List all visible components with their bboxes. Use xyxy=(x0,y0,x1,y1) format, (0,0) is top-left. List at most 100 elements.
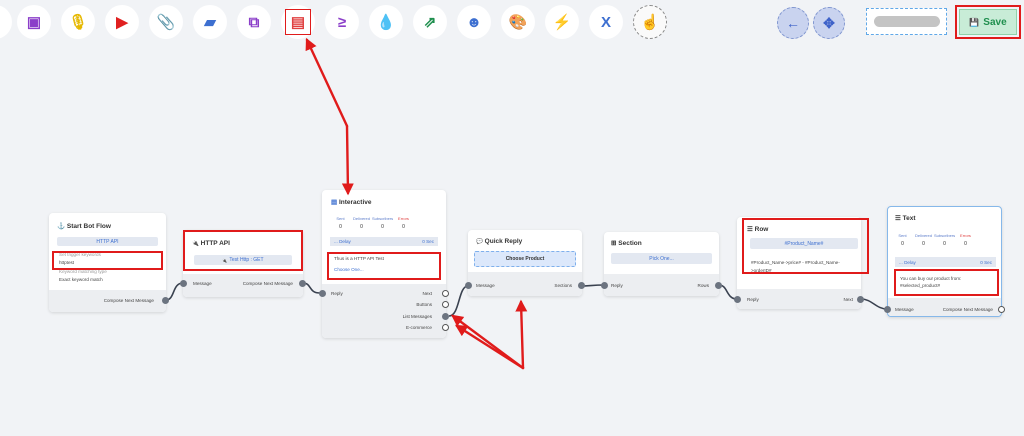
row-input-label: Reply xyxy=(747,297,759,302)
tool-button-plug[interactable]: ⚡ xyxy=(545,5,579,39)
anchor-icon: ⚓ xyxy=(57,223,66,230)
interactive-choose-link[interactable]: Choose One... xyxy=(334,267,364,272)
robot-icon: ☻ xyxy=(466,13,482,31)
output-list-messages-port[interactable] xyxy=(442,313,449,320)
http-output-port[interactable] xyxy=(299,280,306,287)
section-output-port[interactable] xyxy=(715,282,722,289)
http-api-node[interactable]: 🔌 HTTP API 🔌 Test Http : GET Message Com… xyxy=(180,230,306,297)
palette-icon: 🎨 xyxy=(508,13,528,31)
quick-reply-title: 💬 Quick Reply xyxy=(476,238,523,245)
partial-tool-button[interactable] xyxy=(0,5,12,39)
tool-button-carousel[interactable]: ⧉ xyxy=(237,5,271,39)
start-output-port[interactable] xyxy=(162,297,169,304)
http-node-footer xyxy=(183,274,303,297)
row-node[interactable]: ☰ Row #Product_Name# #Product_Name->pric… xyxy=(734,217,864,309)
start-node-title: ⚓ Start Bot Flow xyxy=(57,223,111,230)
tool-button-image[interactable]: ▣ xyxy=(17,5,51,39)
interactive-delay-bar[interactable]: ... Delay 0 Sec xyxy=(330,237,438,246)
move-icon: ✥ xyxy=(823,14,835,31)
tool-button-map[interactable]: ▰ xyxy=(193,5,227,39)
pick-one-pill[interactable]: Pick One... xyxy=(611,253,712,264)
section-node-footer xyxy=(604,274,719,296)
http-output-label: Compose Next Message xyxy=(242,281,293,286)
tool-button-microphone[interactable]: 🎙 xyxy=(61,5,95,39)
quick-output-label: Sections xyxy=(554,283,572,288)
tool-button-paperclip[interactable]: 📎 xyxy=(149,5,183,39)
center-view-button[interactable]: ✥ xyxy=(813,7,845,39)
http-request-pill[interactable]: 🔌 Test Http : GET xyxy=(194,255,292,265)
save-button[interactable]: 💾 Save xyxy=(959,9,1017,35)
quick-reply-node[interactable]: 💬 Quick Reply Choose Product Message Sec… xyxy=(465,230,585,296)
match-type-value: Exact keyword match xyxy=(59,277,103,282)
match-type-label: Keyword matching type xyxy=(59,269,107,274)
tool-button-newspaper[interactable]: ▤ xyxy=(281,5,315,39)
text-output-label: Compose Next Message xyxy=(942,307,993,312)
http-input-port[interactable] xyxy=(180,280,187,287)
product-name-pill[interactable]: #Product_Name# xyxy=(750,238,858,249)
arrow-left-icon: ← xyxy=(786,15,800,31)
row-node-title: ☰ Row xyxy=(747,226,769,233)
interactive-body-text: Thus is a HTTP API Test xyxy=(334,256,384,261)
interactive-input-port[interactable] xyxy=(319,290,326,297)
flow-name-field[interactable] xyxy=(866,8,947,35)
tool-button-excel[interactable]: X xyxy=(589,5,623,39)
youtube-icon: ▶ xyxy=(116,13,128,31)
arrow-to-newspaper-tool xyxy=(305,37,349,128)
choose-product-pill[interactable]: Choose Product xyxy=(474,251,576,267)
row-output-port[interactable] xyxy=(857,296,864,303)
start-trigger-pill[interactable]: HTTP API xyxy=(57,237,158,246)
quick-reply-footer xyxy=(468,272,582,296)
row-body-text: #Product_Name->price# - #Product_Name->o… xyxy=(751,260,840,273)
row-output-label: Next xyxy=(843,297,853,302)
text-input-port[interactable] xyxy=(884,306,891,313)
plug-small-icon: 🔌 xyxy=(222,257,228,263)
excel-icon: X xyxy=(600,13,611,31)
quick-input-port[interactable] xyxy=(465,282,472,289)
greater-equal-icon: ≥ xyxy=(337,13,347,31)
row-node-footer xyxy=(737,289,861,309)
tool-button-hand-pointer[interactable]: ☝ xyxy=(633,5,667,39)
tool-button-water-drop[interactable]: 💧 xyxy=(369,5,403,39)
text-delay-bar[interactable]: ... Delay 0 Sec xyxy=(895,257,996,267)
flow-name-placeholder xyxy=(873,16,940,27)
section-input-port[interactable] xyxy=(601,282,608,289)
output-buttons-port[interactable] xyxy=(442,301,449,308)
text-body-text: You can buy our product from: #selected_… xyxy=(900,276,962,288)
quick-output-port[interactable] xyxy=(578,282,585,289)
tool-button-greater-equal[interactable]: ≥ xyxy=(325,5,359,39)
output-ecommerce-label: E-commerce xyxy=(405,325,432,330)
interactive-node-footer xyxy=(322,284,446,338)
output-ecommerce-port[interactable] xyxy=(442,324,449,331)
newspaper-icon: ▤ xyxy=(290,13,306,31)
back-button[interactable]: ← xyxy=(777,7,809,39)
section-input-label: Reply xyxy=(611,283,623,288)
tool-button-youtube[interactable]: ▶ xyxy=(105,5,139,39)
table-icon: ⊞ xyxy=(611,240,617,247)
row-input-port[interactable] xyxy=(734,296,741,303)
section-node[interactable]: ⊞ Section Pick One... Reply Rows xyxy=(601,232,722,296)
start-bot-flow-node[interactable]: ⚓ Start Bot Flow HTTP API Set trigger ke… xyxy=(49,213,169,312)
tool-button-chart[interactable]: ⇗ xyxy=(413,5,447,39)
output-next-label: Next xyxy=(422,291,432,296)
quick-input-label: Message xyxy=(476,283,495,288)
http-node-title: 🔌 HTTP API xyxy=(192,240,230,247)
text-output-port[interactable] xyxy=(998,306,1005,313)
save-label: Save xyxy=(983,16,1007,28)
hand-pointer-icon: ☝ xyxy=(640,13,660,31)
output-next-port[interactable] xyxy=(442,290,449,297)
arrow-to-ecommerce xyxy=(454,324,525,370)
tool-button-palette[interactable]: 🎨 xyxy=(501,5,535,39)
output-list-messages-label: List Messages xyxy=(402,314,432,319)
microphone-icon: 🎙 xyxy=(68,13,88,31)
floppy-disk-icon: 💾 xyxy=(969,17,980,27)
tool-button-robot[interactable]: ☻ xyxy=(457,5,491,39)
carousel-icon: ⧉ xyxy=(248,13,260,31)
